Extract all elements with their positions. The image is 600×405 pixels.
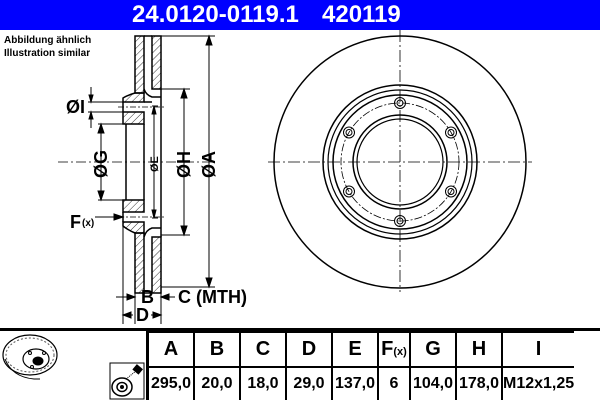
header-e: E: [331, 331, 379, 368]
value-a: 295,0: [147, 366, 195, 400]
table-value-row: 295,0 20,0 18,0 29,0 137,0 6 104,0 178,0…: [147, 366, 575, 400]
label-dia-g: ØG: [91, 150, 111, 178]
section-view: [122, 35, 162, 294]
note-german: Abbildung ähnlich: [4, 35, 92, 46]
part-number: 24.0120-0119.1: [132, 1, 299, 28]
value-e: 137,0: [331, 366, 379, 400]
header-f-suffix: (x): [393, 346, 407, 358]
value-g: 104,0: [409, 366, 457, 400]
value-i: M12x1,25: [500, 366, 575, 400]
value-b: 20,0: [193, 366, 241, 400]
note-english: Illustration similar: [4, 48, 91, 59]
header-f: F(x): [377, 331, 411, 368]
header-bar: 24.0120-0119.1 420119: [0, 0, 600, 30]
header-a: A: [147, 331, 195, 368]
header-h: H: [455, 331, 503, 368]
label-b: B: [141, 287, 154, 307]
value-h: 178,0: [455, 366, 503, 400]
front-view: [268, 30, 532, 292]
header-b: B: [193, 331, 241, 368]
header-g: G: [409, 331, 457, 368]
dimension-lines: [88, 34, 215, 324]
label-f: F: [70, 212, 81, 232]
table-header-row: A B C D E F(x) G H I: [147, 331, 575, 368]
label-dia-a: ØA: [199, 151, 219, 178]
reference-number: 420119: [322, 1, 401, 28]
technical-drawing: ØI ØG ØE ØH ØA F (x) B C (MTH) D: [58, 30, 532, 325]
value-d: 29,0: [285, 366, 333, 400]
label-c: C (MTH): [178, 287, 247, 307]
icon-cell: [0, 331, 148, 400]
illustration-note: Abbildung ähnlich Illustration similar: [4, 34, 91, 60]
brake-disc-perspective-icon: [2, 334, 145, 400]
value-c: 18,0: [239, 366, 287, 400]
label-dia-e: ØE: [149, 156, 161, 172]
dimension-values-table: A B C D E F(x) G H I 295,0 20,0 18,0 29,…: [147, 331, 575, 400]
label-f-suffix: (x): [82, 218, 94, 229]
value-f: 6: [377, 366, 411, 400]
bolt-holes: [343, 97, 457, 227]
header-c: C: [239, 331, 287, 368]
header-d: D: [285, 331, 333, 368]
spray-cleaning-icon: [109, 362, 145, 400]
label-dia-i: ØI: [66, 97, 85, 117]
dimension-table: A B C D E F(x) G H I 295,0 20,0 18,0 29,…: [0, 328, 600, 400]
label-d: D: [136, 305, 149, 325]
header-f-label: F: [381, 338, 394, 360]
header-i: I: [500, 331, 575, 368]
label-dia-h: ØH: [174, 151, 194, 178]
